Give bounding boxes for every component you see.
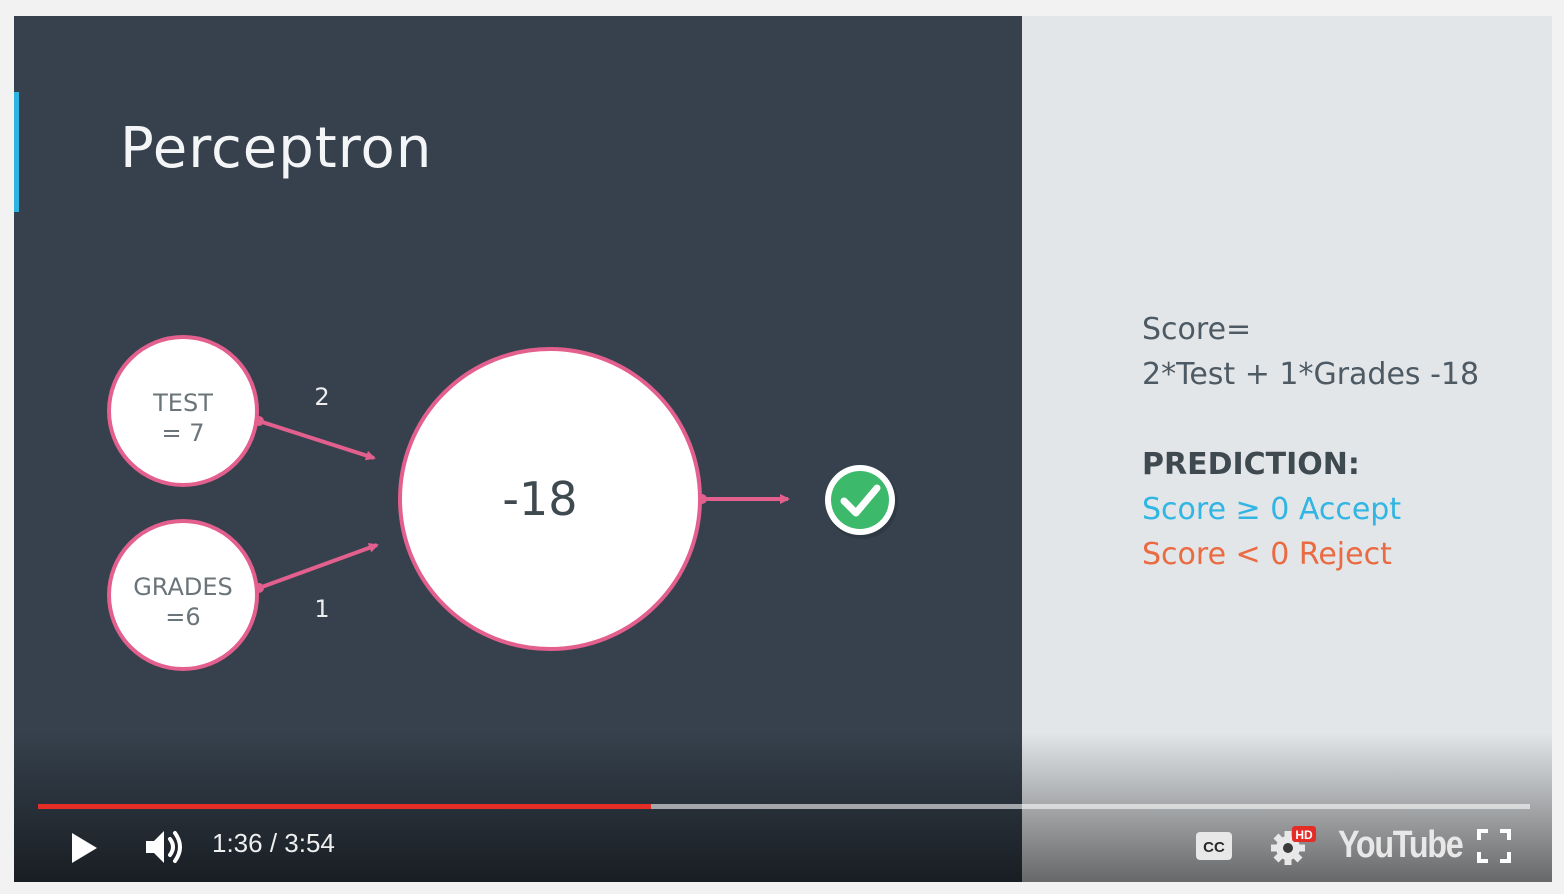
checkmark-icon (825, 465, 898, 539)
perceptron-diagram: TEST = 7 GRADES =6 2 1 -18 (107, 335, 898, 671)
youtube-logo[interactable]: YouTube (1338, 824, 1464, 866)
perceptron-node (398, 347, 702, 651)
input-label-test: TEST (152, 389, 213, 417)
fullscreen-icon (1477, 829, 1511, 863)
current-time: 1:36 (212, 828, 263, 858)
progress-bar[interactable] (38, 804, 1530, 809)
title-accent-bar (14, 92, 19, 212)
volume-button[interactable] (142, 824, 188, 870)
score-formula: 2*Test + 1*Grades -18 (1142, 357, 1480, 392)
input-value-grades: =6 (165, 603, 200, 631)
captions-icon: CC (1196, 832, 1232, 860)
weight-grades: 1 (314, 595, 329, 623)
hd-badge-label: HD (1295, 828, 1313, 842)
player-controls: 1:36 / 3:54 CC (14, 816, 1552, 876)
reject-rule: Score < 0 Reject (1142, 537, 1392, 572)
volume-icon (146, 831, 182, 863)
input-value-test: = 7 (161, 419, 204, 447)
captions-button[interactable]: CC (1194, 828, 1234, 864)
accept-rule: Score ≥ 0 Accept (1142, 492, 1402, 527)
progress-buffer (38, 804, 1530, 809)
input-label-grades: GRADES (133, 573, 233, 601)
input-node-grades (107, 519, 259, 671)
prediction-label: PREDICTION: (1142, 447, 1360, 482)
slide-title: Perceptron (120, 116, 433, 181)
play-button[interactable] (62, 826, 106, 870)
play-icon (72, 833, 97, 863)
edge-test-to-node (258, 419, 376, 461)
edge-grades-to-node (258, 543, 379, 590)
settings-icon: HD (1271, 826, 1316, 865)
svg-text:CC: CC (1203, 839, 1225, 856)
fullscreen-button[interactable] (1474, 826, 1514, 866)
settings-button[interactable]: HD (1268, 824, 1318, 868)
input-node-test (107, 335, 259, 487)
video-player[interactable]: Perceptron TEST = 7 GRADES =6 2 1 -18 (14, 16, 1552, 882)
score-label: Score= (1142, 312, 1252, 347)
node-value: -18 (502, 472, 577, 526)
time-display: 1:36 / 3:54 (212, 828, 335, 858)
duration: 3:54 (284, 828, 335, 858)
progress-played (38, 804, 652, 809)
weight-test: 2 (314, 383, 329, 411)
hd-badge (1292, 826, 1316, 842)
